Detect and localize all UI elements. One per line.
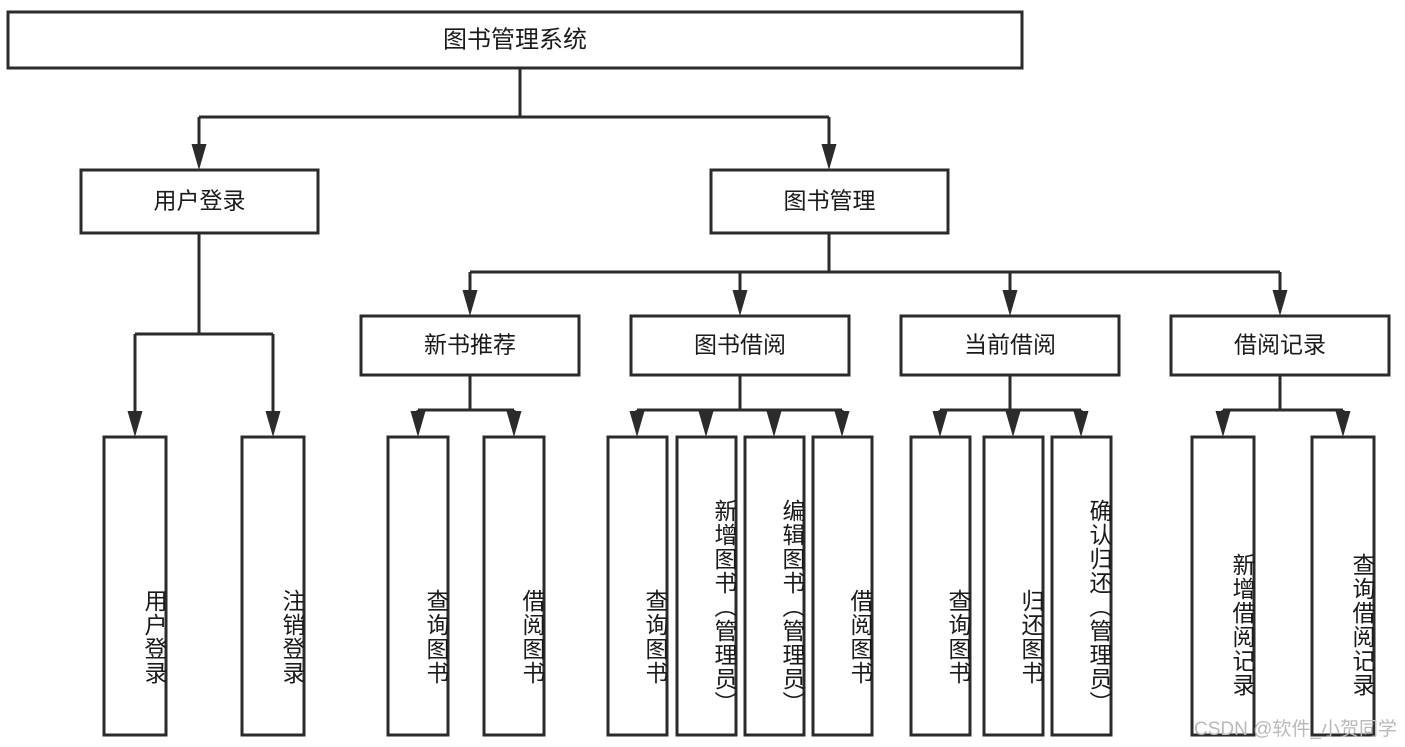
node-leaf-borrow-book-box[interactable] (811, 435, 874, 737)
connector-edges-layer (127, 68, 1351, 437)
edge-current-borrow-to-leaves-arrowhead-0 (932, 411, 948, 437)
node-leaf-query-borrow-record-box[interactable] (1310, 435, 1376, 737)
edge-book-manage-to-level3-arrowhead-0 (462, 290, 478, 316)
edge-book-manage-to-level3-arrowhead-3 (1272, 290, 1288, 316)
node-leaf-user-login-box[interactable] (102, 435, 168, 737)
edge-borrow-record-to-leaves-arrowhead-1 (1335, 411, 1351, 437)
edge-current-borrow-to-leaves-arrowhead-1 (1005, 411, 1021, 437)
node-leaf-confirm-return-admin-box[interactable] (1050, 435, 1113, 737)
edge-book-borrow-to-leaves-arrowhead-0 (629, 411, 645, 437)
node-book-borrow-label: 图书借阅 (694, 332, 786, 358)
node-leaf-borrow-book-new-box[interactable] (482, 435, 546, 737)
node-leaf-query-book-box[interactable] (606, 435, 669, 737)
node-leaf-user-logout-box[interactable] (240, 435, 306, 737)
edge-book-manage-to-level3-arrowhead-2 (1002, 290, 1018, 316)
node-new-book-recommend-box[interactable] (359, 314, 581, 377)
node-leaf-edit-book-admin-box[interactable] (743, 435, 806, 737)
node-borrow-record-box[interactable] (1169, 314, 1391, 377)
edge-user-login-to-leaves-arrowhead-0 (127, 411, 143, 437)
node-borrow-record-label: 借阅记录 (1234, 332, 1326, 358)
node-root-label: 图书管理系统 (443, 26, 587, 53)
node-root-box[interactable] (6, 10, 1024, 70)
node-book-manage-label: 图书管理 (784, 188, 876, 214)
node-leaf-query-book-cur-box[interactable] (909, 435, 972, 737)
node-book-borrow-box[interactable] (629, 314, 851, 377)
edge-current-borrow-to-leaves-arrowhead-2 (1073, 411, 1089, 437)
edge-book-borrow-to-leaves-arrowhead-3 (834, 411, 850, 437)
node-user-login-box[interactable] (79, 168, 320, 235)
node-leaf-add-book-admin-box[interactable] (675, 435, 738, 737)
edge-root-to-level2-arrowhead-0 (191, 144, 207, 170)
edge-user-login-to-leaves-arrowhead-1 (265, 411, 281, 437)
watermark-text: CSDN @软件_小贺同学 (1194, 719, 1397, 740)
node-leaf-add-borrow-record-box[interactable] (1190, 435, 1256, 737)
node-current-borrow-box[interactable] (899, 314, 1121, 377)
node-leaf-return-book-box[interactable] (982, 435, 1045, 737)
node-boxes-layer (6, 10, 1391, 737)
node-user-login-label: 用户登录 (154, 188, 246, 214)
edge-book-borrow-to-leaves-arrowhead-2 (766, 411, 782, 437)
edge-book-borrow-to-leaves-arrowhead-1 (698, 411, 714, 437)
node-book-manage-box[interactable] (709, 168, 950, 235)
edge-new-book-recommend-to-leaves-arrowhead-0 (410, 411, 426, 437)
edge-new-book-recommend-to-leaves-arrowhead-1 (506, 411, 522, 437)
node-leaf-query-book-new-box[interactable] (386, 435, 450, 737)
edge-root-to-level2-arrowhead-1 (821, 144, 837, 170)
node-new-book-recommend-label: 新书推荐 (424, 332, 516, 358)
edge-book-manage-to-level3-arrowhead-1 (732, 290, 748, 316)
edge-borrow-record-to-leaves-arrowhead-0 (1215, 411, 1231, 437)
node-current-borrow-label: 当前借阅 (964, 332, 1056, 358)
